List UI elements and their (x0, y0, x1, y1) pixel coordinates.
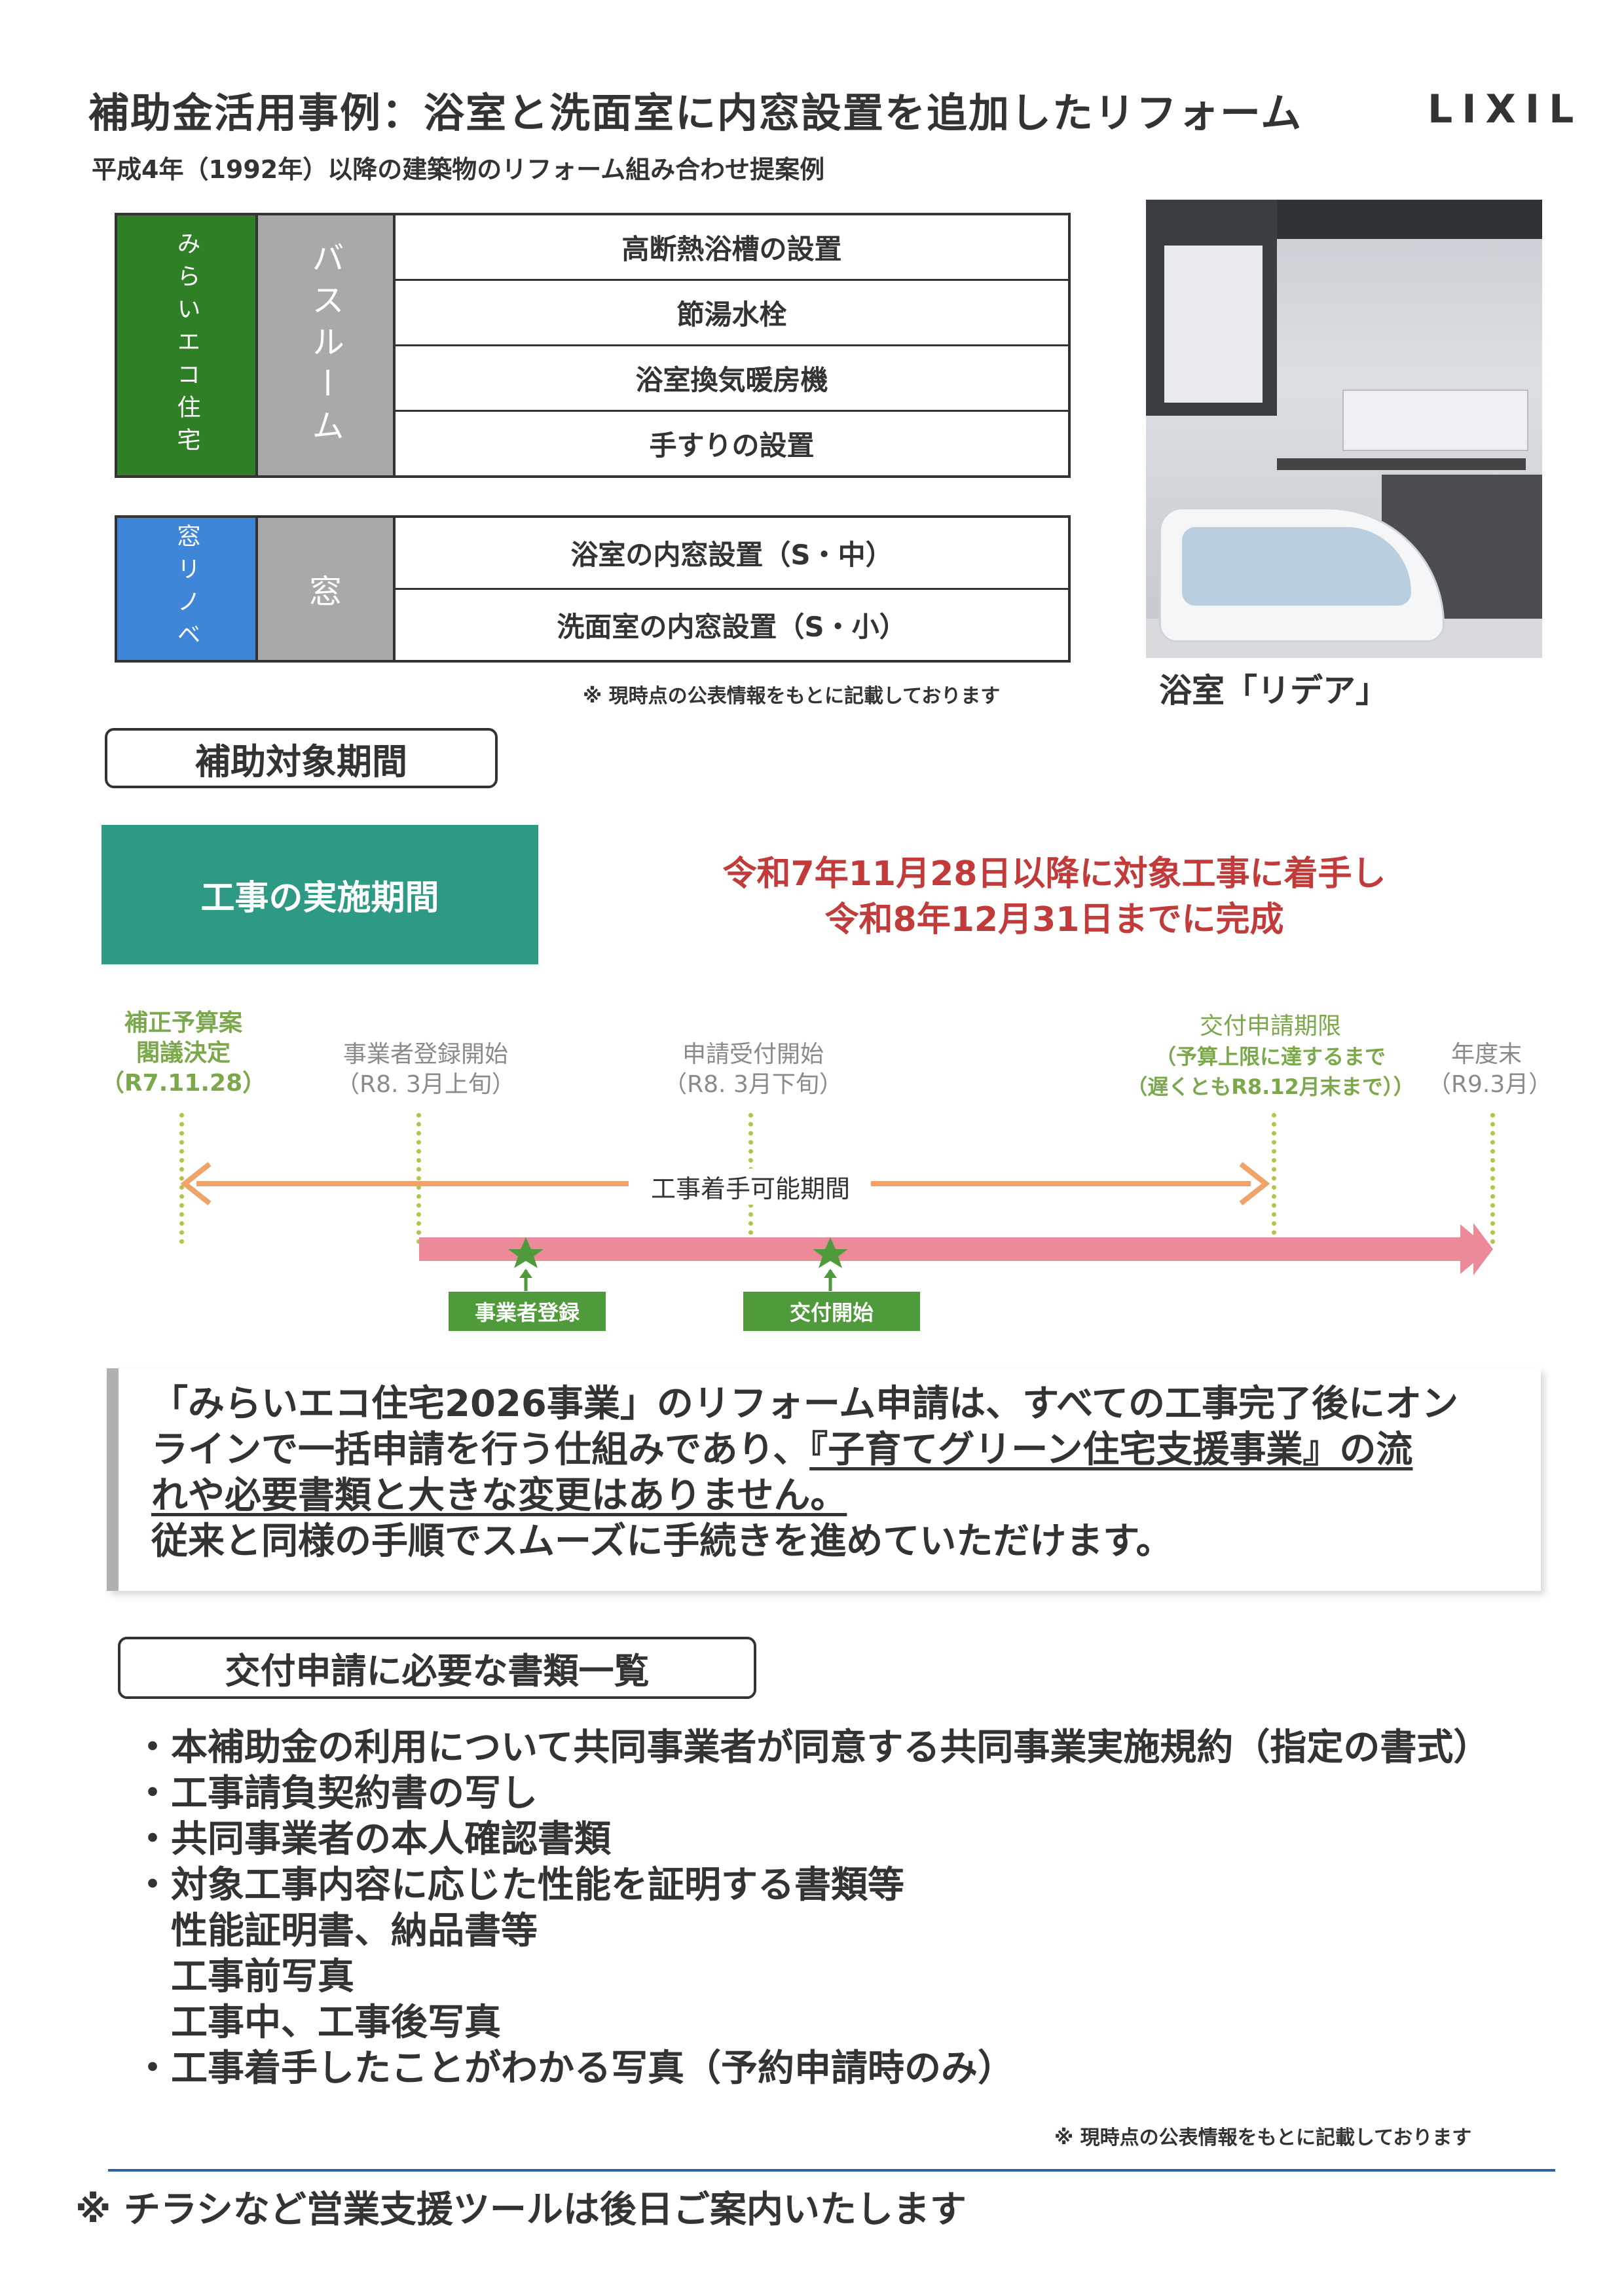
milestone-line: （R8. 3月上旬） (336, 1071, 515, 1098)
pointer-arrow-registration (519, 1269, 532, 1291)
construction-span-label: 工事着手可能期間 (642, 1169, 860, 1205)
photo-window (1146, 200, 1277, 416)
table-row: 節湯水栓 (396, 281, 1068, 346)
info-underlined-text: れや必要書類と大きな変更はありません。 (151, 1474, 847, 1517)
info-box: 「みらいエコ住宅2026事業」のリフォーム申請は、すべての工事完了後にオン ライ… (107, 1368, 1541, 1591)
milestone-line: 申請受付開始 (682, 1041, 824, 1068)
bathroom-items: 高断熱浴槽の設置 節湯水栓 浴室換気暖房機 手すりの設置 (396, 215, 1068, 475)
milestone-line: （予算上限に達するまで (1154, 1044, 1386, 1069)
milestone-application-start: 申請受付開始 （R8. 3月下旬） (648, 1040, 858, 1100)
milestone-line: （R9.3月） (1428, 1071, 1553, 1098)
table-note: ※ 現時点の公表情報をもとに記載しております (583, 685, 1001, 708)
milestone-line: （遅くともR8.12月末まで）） (1126, 1074, 1414, 1099)
milestone-line: 閣議決定 (136, 1040, 231, 1066)
deadline-line-2: 令和8年12月31日までに完成 (824, 900, 1284, 939)
category-cell-window: 窓 (258, 518, 396, 660)
table-row: 高断熱浴槽の設置 (396, 215, 1068, 281)
registration-badge: 事業者登録 (449, 1292, 606, 1331)
info-underlined-text: 『子育てグリーン住宅支援事業』の流 (809, 1429, 1413, 1471)
table-row: 洗面室の内窓設置（S・小） (557, 611, 907, 643)
info-line: 従来と同様の手順でスムーズに手続きを進めていただけます。 (151, 1520, 1173, 1563)
milestone-cabinet-decision: 補正予算案 閣議決定 （R7.11.28） (85, 1008, 282, 1099)
info-line: ラインで一括申請を行う仕組みであり、『子育てグリーン住宅支援事業』の流 (151, 1427, 1515, 1473)
program-label: 窓リノベ (173, 523, 200, 655)
bathroom-table: みらいエコ住宅 バスルーム 高断熱浴槽の設置 節湯水栓 浴室換気暖房機 手すりの… (115, 213, 1071, 478)
program-cell-mado-renove: 窓リノベ (117, 518, 258, 660)
list-item: 工事中、工事後写真 (134, 2001, 501, 2044)
page-title: 補助金活用事例：浴室と洗面室に内窓設置を追加したリフォーム (88, 89, 1303, 137)
documents-list: ・本補助金の利用について共同事業者が同意する共同事業実施規約（指定の書式） ・工… (134, 1725, 1490, 2092)
list-item: ・本補助金の利用について共同事業者が同意する共同事業実施規約（指定の書式） (134, 1726, 1490, 1769)
window-table: 窓リノベ 窓 浴室の内窓設置（S・中） 洗面室の内窓設置（S・小） (115, 515, 1071, 663)
construction-period-box: 工事の実施期間 (101, 825, 538, 964)
page-subtitle: 平成4年（1992年）以降の建築物のリフォーム組み合わせ提案例 (92, 155, 825, 184)
table-row: 浴室の内窓設置（S・中） (396, 518, 1068, 590)
info-text: ラインで一括申請を行う仕組みであり、 (151, 1429, 810, 1471)
list-item: ・工事請負契約書の写し (134, 1772, 538, 1815)
milestone-line: 交付申請期限 (1199, 1013, 1341, 1040)
footer-divider (108, 2169, 1555, 2172)
category-label: 窓 (309, 572, 342, 611)
period-heading: 補助対象期間 (105, 728, 498, 788)
list-item: ・対象工事内容に応じた性能を証明する書類等 (134, 1864, 904, 1906)
documents-note: ※ 現時点の公表情報をもとに記載しております (1054, 2126, 1472, 2149)
info-line: 「みらいエコ住宅2026事業」のリフォーム申請は、すべての工事完了後にオン (151, 1383, 1459, 1425)
photo-mirror (1342, 390, 1528, 451)
milestone-line: 事業者登録開始 (342, 1041, 508, 1068)
milestone-marker (416, 1113, 421, 1244)
documents-heading: 交付申請に必要な書類一覧 (118, 1637, 756, 1699)
bathroom-photo (1146, 200, 1542, 658)
milestone-fiscal-year-end: 年度末 （R9.3月） (1428, 1040, 1553, 1100)
star-icon-grant-start (813, 1237, 848, 1268)
milestone-marker (1490, 1113, 1495, 1244)
window-items: 浴室の内窓設置（S・中） 洗面室の内窓設置（S・小） (396, 518, 1068, 660)
milestone-application-deadline: 交付申請期限 （予算上限に達するまで （遅くともR8.12月末まで）） (1113, 1011, 1428, 1102)
photo-window-glass (1164, 246, 1263, 403)
deadline-line-1: 令和7年11月28日以降に対象工事に着手し (722, 854, 1386, 894)
deadline-text: 令和7年11月28日以降に対象工事に着手し 令和8年12月31日までに完成 (629, 851, 1480, 943)
program-cell-mirai-eco: みらいエコ住宅 (117, 215, 258, 475)
program-label: みらいエコ住宅 (173, 230, 200, 460)
photo-shelf (1277, 458, 1526, 470)
star-icon-registration (508, 1237, 544, 1268)
milestone-line: （R7.11.28） (100, 1070, 267, 1097)
milestone-line: （R8. 3月下旬） (663, 1071, 843, 1098)
timeline-arrows (180, 1161, 1493, 1291)
grant-start-badge: 交付開始 (743, 1292, 920, 1331)
milestone-marker (179, 1113, 184, 1244)
list-item: 工事前写真 (134, 1956, 354, 1998)
program-period-arrow (419, 1223, 1493, 1275)
milestone-registration-start: 事業者登録開始 （R8. 3月上旬） (321, 1040, 530, 1100)
milestone-line: 補正予算案 (124, 1010, 242, 1036)
list-item: ・共同事業者の本人確認書類 (134, 1818, 611, 1861)
category-cell-bathroom: バスルーム (258, 215, 396, 475)
list-item: 性能証明書、納品書等 (134, 1910, 538, 1952)
photo-water (1182, 527, 1411, 606)
construction-period-arrow (180, 1161, 1270, 1206)
category-label: バスルーム (306, 240, 344, 450)
list-item: ・工事着手したことがわかる写真（予約申請時のみ） (134, 2047, 1014, 2090)
table-row: 浴室換気暖房機 (396, 346, 1068, 412)
footer-note: ※ チラシなど営業支援ツールは後日ご案内いたします (75, 2189, 967, 2231)
pointer-arrow-grant-start (824, 1269, 837, 1291)
photo-caption: 浴室「リデア」 (1159, 672, 1388, 710)
table-row: 手すりの設置 (649, 429, 815, 462)
milestone-marker (1272, 1113, 1276, 1244)
milestone-line: 年度末 (1450, 1041, 1522, 1068)
info-line: れや必要書類と大きな変更はありません。 (151, 1473, 1515, 1519)
lixil-logo: LIXIL (1428, 86, 1583, 132)
